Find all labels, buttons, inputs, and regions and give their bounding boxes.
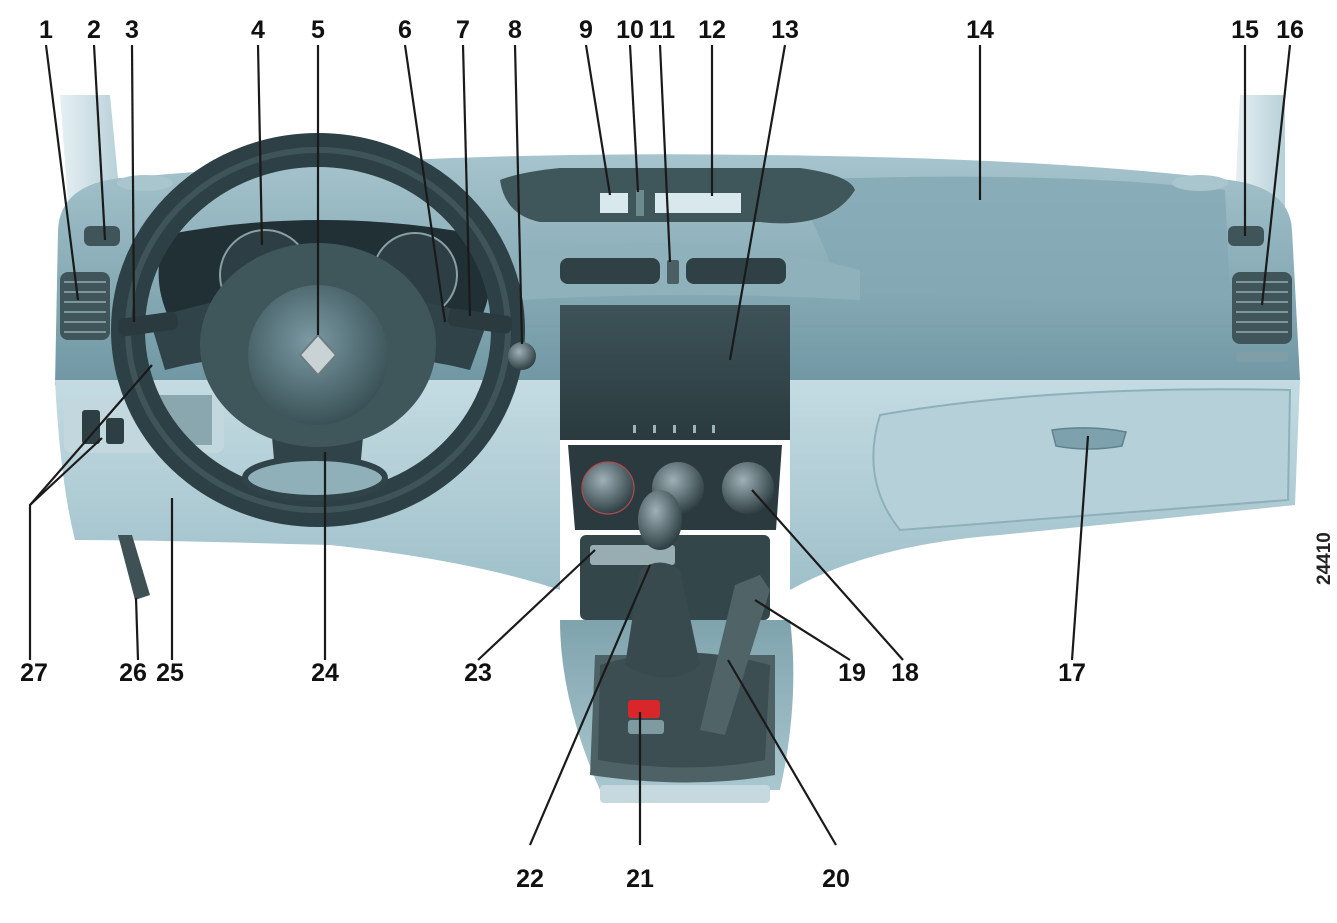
display-screen-right [655, 193, 741, 213]
console-base [600, 785, 770, 803]
leader-lines [28, 44, 1292, 846]
left-defrost-cap [117, 175, 173, 191]
callout-25: 25 [156, 659, 184, 687]
callout-2: 2 [87, 16, 101, 44]
centre-vent-right [686, 258, 786, 284]
callout-26: 26 [119, 659, 147, 687]
callout-17: 17 [1058, 659, 1086, 687]
right-defrost-cap [1172, 175, 1228, 191]
display-screen-left [600, 193, 628, 213]
callout-7: 7 [456, 16, 470, 44]
callout-15: 15 [1231, 16, 1259, 44]
centre-vent-left [560, 258, 660, 284]
dashboard-illustration [55, 95, 1300, 803]
callout-16: 16 [1276, 16, 1304, 44]
callout-5: 5 [311, 16, 325, 44]
right-stalk [447, 308, 513, 334]
callout-21: 21 [626, 865, 654, 893]
callout-10: 10 [616, 16, 644, 44]
renault-logo-icon [298, 333, 338, 377]
glovebox [872, 388, 1292, 532]
gear-knob [638, 490, 682, 550]
callout-6: 6 [398, 16, 412, 44]
left-switch-b [106, 418, 124, 444]
callout-11: 11 [649, 16, 676, 44]
left-side-vents [60, 226, 120, 340]
callout-20: 20 [822, 865, 850, 893]
callout-24: 24 [311, 659, 339, 687]
lock-button [628, 720, 664, 734]
lighting-knob [508, 342, 536, 370]
bonnet-release-lever [118, 535, 150, 600]
gear-lever-boot [625, 562, 700, 678]
handbrake-lever [700, 575, 770, 735]
callout-23: 23 [464, 659, 492, 687]
callout-labels: 1 2 3 4 5 6 7 8 9 10 11 12 13 14 15 16 1… [20, 16, 1335, 893]
callout-4: 4 [251, 16, 265, 44]
callout-8: 8 [508, 16, 522, 44]
left-switch-a [82, 410, 100, 444]
centre-console-cover [560, 305, 790, 440]
callout-27: 27 [20, 659, 48, 687]
callout-22: 22 [516, 865, 544, 893]
glovebox-handle [1051, 427, 1127, 450]
callout-12: 12 [698, 16, 726, 44]
figure-reference-code: 24410 [1314, 532, 1335, 585]
callout-13: 13 [771, 16, 799, 44]
callout-19: 19 [838, 659, 866, 687]
callout-1: 1 [39, 16, 53, 44]
card-slot [590, 545, 675, 565]
climate-knob-left [581, 461, 635, 515]
callout-9: 9 [579, 16, 593, 44]
console-tick-marks [633, 425, 715, 433]
passenger-pad [790, 176, 1230, 300]
callout-18: 18 [891, 659, 919, 687]
display-buttons [636, 190, 644, 216]
hazard-button [628, 700, 660, 718]
callout-14: 14 [966, 16, 994, 44]
callout-3: 3 [125, 16, 139, 44]
hazard-switch-top [667, 260, 679, 284]
